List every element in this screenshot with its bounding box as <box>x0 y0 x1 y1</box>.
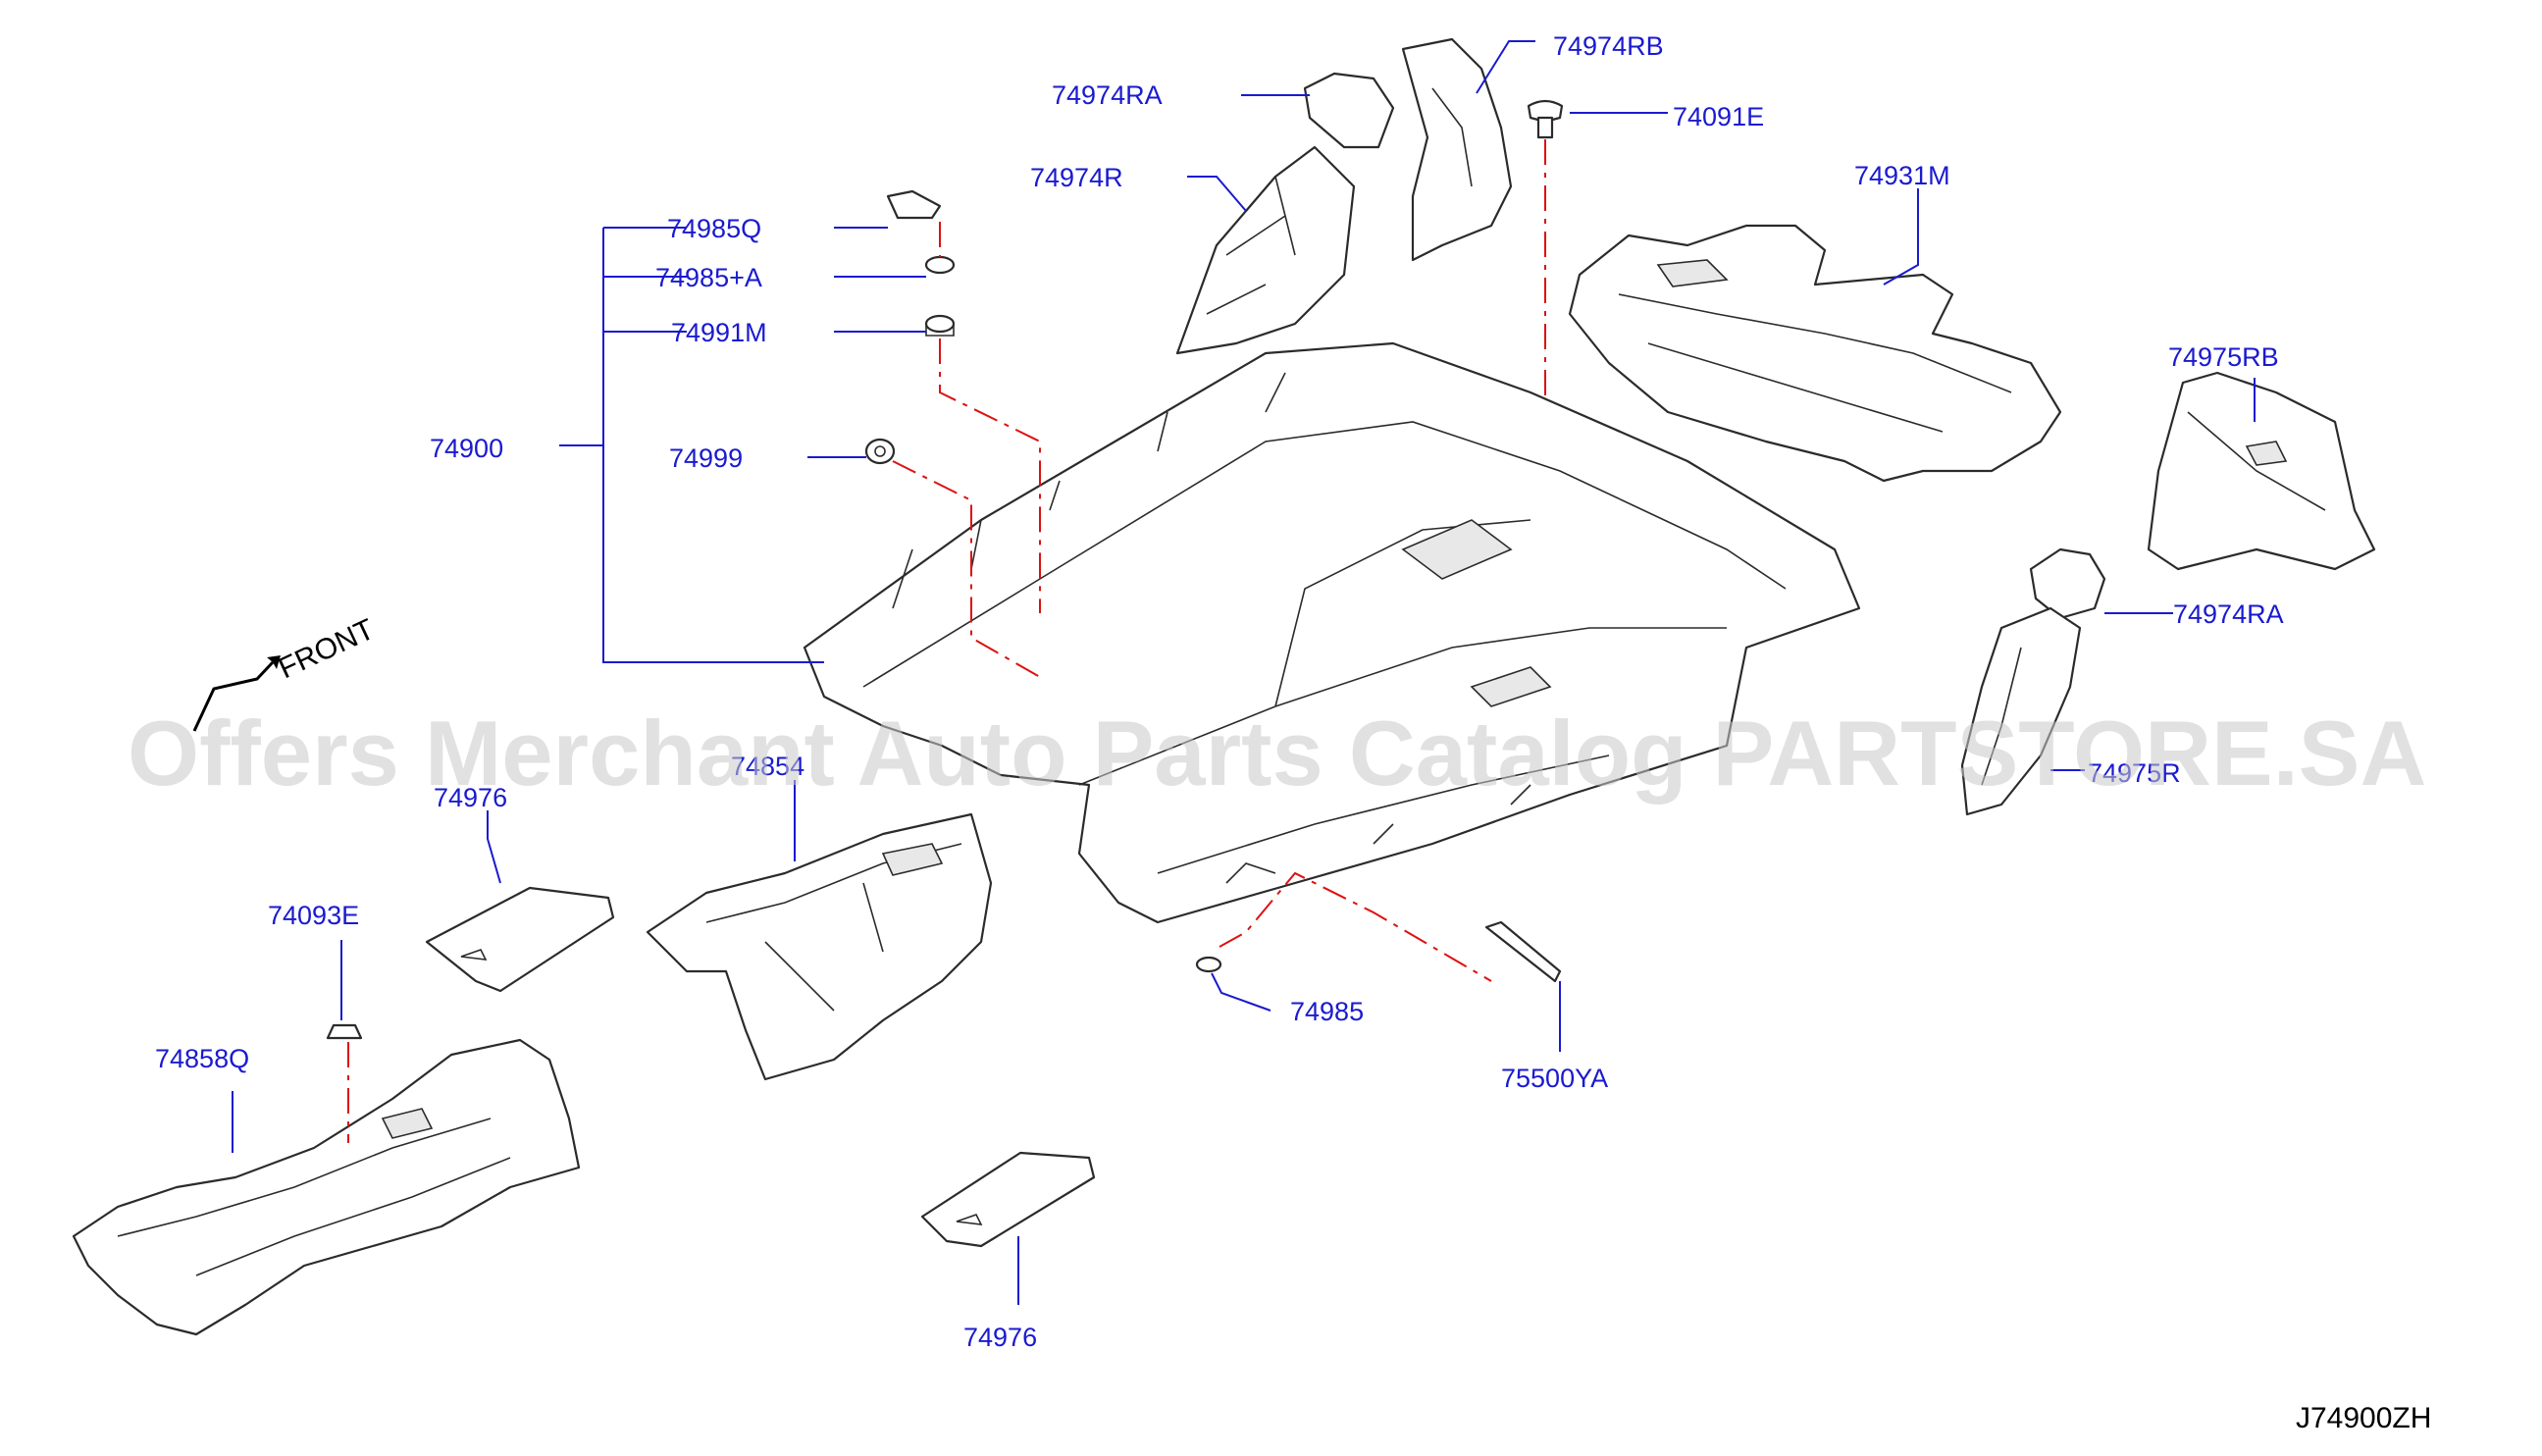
label-74974r[interactable]: 74974R <box>1030 163 1123 192</box>
fastener-stack <box>886 189 956 337</box>
centerlines <box>347 139 1546 1143</box>
label-74975r[interactable]: 74975R <box>2088 758 2181 788</box>
pad-74974ra-right <box>2029 547 2106 620</box>
label-74974rb[interactable]: 74974RB <box>1553 31 1664 61</box>
clip-74999 <box>864 438 896 465</box>
watermark: Offers Merchant Auto Parts Catalog PARTS… <box>128 702 2426 805</box>
label-74974ra-top[interactable]: 74974RA <box>1052 80 1163 110</box>
label-74985a[interactable]: 74985+A <box>655 263 762 292</box>
label-74900[interactable]: 74900 <box>430 434 503 463</box>
label-74858q[interactable]: 74858Q <box>155 1044 249 1073</box>
bracket-75500ya <box>1484 920 1562 983</box>
dash-insulator-74858q <box>72 1038 581 1336</box>
front-label: FRONT <box>274 613 380 686</box>
diagram-code: J74900ZH <box>2296 1402 2431 1434</box>
console-insulator-74854 <box>646 812 993 1081</box>
cover-74976-top <box>425 886 615 993</box>
label-74999[interactable]: 74999 <box>669 443 743 473</box>
part-labels: 74974RA 74974RB 74091E 74974R 74985Q 749… <box>155 31 2284 1352</box>
flap-74974rb <box>1401 37 1513 262</box>
floor-carpet-74900 <box>803 341 1861 924</box>
label-75500ya[interactable]: 75500YA <box>1501 1064 1608 1093</box>
trim-74975rb <box>2147 371 2376 571</box>
clip-74093e <box>326 1023 363 1040</box>
grommet-74985 <box>1195 956 1222 973</box>
leader-lines <box>232 40 2256 1305</box>
label-74976-top[interactable]: 74976 <box>434 783 507 812</box>
label-74985q[interactable]: 74985Q <box>667 214 761 243</box>
cover-74976-bottom <box>920 1151 1096 1248</box>
label-74991m[interactable]: 74991M <box>671 318 767 347</box>
floor-insulator-74931m <box>1568 224 2062 483</box>
clip-74091e <box>1527 99 1564 139</box>
trim-74975r <box>1960 606 2082 816</box>
label-74931m[interactable]: 74931M <box>1854 161 1950 190</box>
label-74854[interactable]: 74854 <box>731 752 804 781</box>
bracket-74974r <box>1175 145 1356 355</box>
label-74976-bottom[interactable]: 74976 <box>963 1323 1037 1352</box>
label-74093e[interactable]: 74093E <box>268 901 359 930</box>
label-74091e[interactable]: 74091E <box>1673 102 1764 131</box>
pad-74974ra-top <box>1303 72 1395 149</box>
label-74975rb[interactable]: 74975RB <box>2168 342 2279 372</box>
label-74985[interactable]: 74985 <box>1290 997 1364 1026</box>
label-74974ra-right[interactable]: 74974RA <box>2173 599 2284 629</box>
